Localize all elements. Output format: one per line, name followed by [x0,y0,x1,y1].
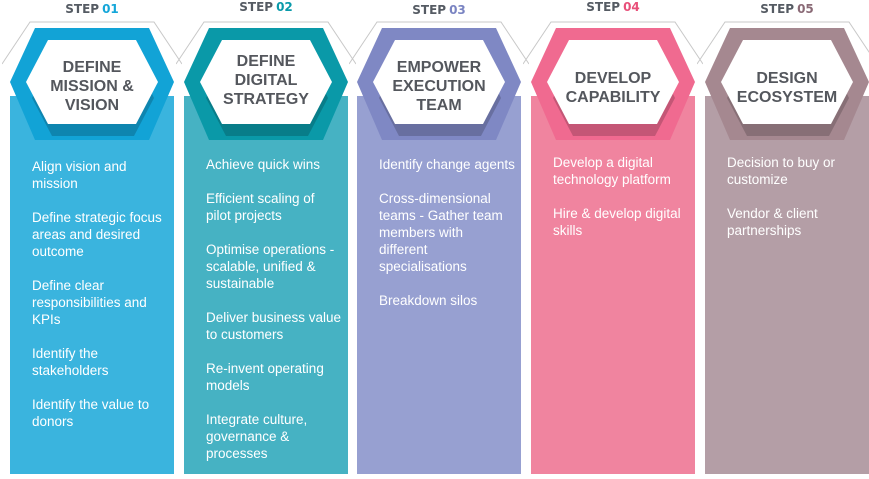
hexagon-header [349,21,529,140]
step-item: Define strategic focus areas and desired… [32,210,162,259]
step-body [10,96,174,474]
step-word: STEP [586,0,621,14]
title-hexagon [721,40,853,124]
step-body [184,96,348,474]
step-item: Optimise operations - scalable, unified … [206,242,335,291]
step-item: Breakdown silos [379,293,478,308]
hexagon-header [176,21,356,140]
step-body [357,96,521,474]
step-item: Align vision and mission [32,159,127,191]
step-word: STEP [412,3,447,17]
step-item: Integrate culture, governance & processe… [206,412,308,461]
title-hexagon [200,40,332,124]
hexagon-header [523,21,703,140]
step-word: STEP [760,2,795,16]
step-number: 03 [449,3,466,17]
step-number: 05 [797,2,814,16]
step-word: STEP [65,2,100,16]
step-item: Deliver business value to customers [206,310,342,342]
step-body [705,96,869,474]
step-item: Cross-dimensional teams - Gather team me… [379,191,503,274]
step-item: Identify the stakeholders [32,346,109,378]
step-item: Decision to buy or customize [727,155,836,187]
step-number: 04 [623,0,640,14]
step-item: Define clear responsibilities and KPIs [32,278,147,327]
step-item: Identify the value to donors [32,397,150,429]
step-item: Vendor & client partnerships [727,206,818,238]
step-item: Efficient scaling of pilot projects [206,191,315,223]
step-item: Hire & develop digital skills [553,206,681,238]
step-title: EMPOWER EXECUTION TEAM [392,58,486,114]
step-item: Re-invent operating models [206,361,324,393]
step-title: DEVELOP CAPABILITY [565,70,661,106]
title-hexagon [547,40,679,124]
hexagon-header [2,21,182,140]
step-title: DESIGN ECOSYSTEM [736,70,838,106]
step-item: Achieve quick wins [206,157,321,172]
title-hexagon [26,40,158,124]
step-item: Develop a digital technology platform [553,155,671,187]
step-item: Identify change agents [379,157,515,172]
step-body [531,96,695,474]
step-number: 01 [102,2,119,16]
step-title: DEFINE DIGITAL STRATEGY [223,52,309,108]
step-number: 02 [276,0,293,14]
step-title: DEFINE MISSION & VISION [50,58,134,114]
hexagon-header [697,21,869,140]
title-hexagon [373,40,505,124]
step-word: STEP [239,0,274,14]
